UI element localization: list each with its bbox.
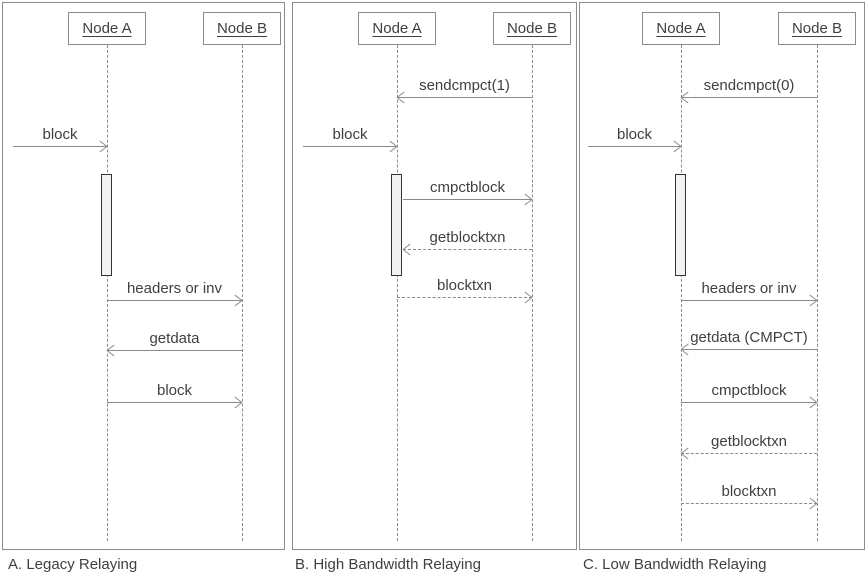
message-block-external: block: [588, 123, 682, 153]
message-getblocktxn: getblocktxn: [402, 226, 532, 256]
message-label: getdata (CMPCT): [690, 329, 808, 346]
message-label: headers or inv: [126, 280, 223, 297]
arrow-left: [680, 447, 817, 460]
node-a-box: Node A: [68, 12, 146, 45]
arrow-left: [680, 343, 817, 356]
message-blocktxn: blocktxn: [397, 274, 533, 304]
message-label: getblocktxn: [711, 433, 787, 450]
node-b-label: Node B: [791, 20, 843, 37]
arrow-right: [403, 193, 533, 206]
message-label: blocktxn: [721, 483, 777, 500]
arrow-right: [397, 291, 533, 304]
arrowhead-icon: [402, 249, 411, 256]
arrow-left: [680, 91, 817, 104]
arrow-right: [107, 396, 243, 409]
message-label: getblocktxn: [429, 229, 506, 246]
arrow-left: [402, 243, 532, 256]
message-label: cmpctblock: [711, 382, 787, 399]
node-a-lifeline: [681, 45, 682, 541]
arrow-right: [303, 140, 398, 153]
message-getdata-cmpct: getdata (CMPCT): [680, 326, 817, 356]
arrow-left: [396, 91, 532, 104]
message-blocktxn: blocktxn: [681, 480, 818, 510]
node-a-lifeline: [107, 45, 108, 541]
message-label: block: [332, 126, 368, 143]
message-headers-or-inv: headers or inv: [107, 277, 243, 307]
activation-bar: [675, 174, 686, 276]
node-b-label: Node B: [216, 20, 268, 37]
message-label: block: [616, 126, 653, 143]
arrow-right: [681, 497, 818, 510]
panel-low-bandwidth-relaying: Node A Node B sendcmpct(0) block headers…: [579, 2, 865, 550]
panel-legacy-relaying: Node A Node B block headers or inv getda…: [2, 2, 285, 550]
node-b-lifeline: [817, 45, 818, 541]
activation-bar: [391, 174, 402, 276]
arrow-left: [106, 344, 242, 357]
arrow-right: [588, 140, 682, 153]
message-label: cmpctblock: [429, 179, 506, 196]
message-label: sendcmpct(0): [703, 77, 795, 94]
node-a-lifeline: [397, 45, 398, 541]
panel-high-bandwidth-relaying: Node A Node B sendcmpct(1) block cmpctbl…: [292, 2, 577, 550]
arrow-right: [13, 140, 108, 153]
node-b-lifeline: [242, 45, 243, 541]
panel-caption: B. High Bandwidth Relaying: [295, 556, 481, 573]
message-block-external: block: [13, 123, 108, 153]
arrow-right: [681, 396, 818, 409]
message-label: blocktxn: [436, 277, 493, 294]
node-a-box: Node A: [358, 12, 436, 45]
node-a-label: Node A: [656, 20, 706, 37]
panel-caption: A. Legacy Relaying: [8, 556, 138, 573]
node-a-label: Node A: [82, 20, 132, 37]
message-cmpctblock: cmpctblock: [403, 176, 533, 206]
node-b-box: Node B: [493, 12, 571, 45]
arrow-right: [107, 294, 243, 307]
arrow-right: [681, 294, 818, 307]
message-label: block: [156, 382, 193, 399]
message-label: sendcmpct(1): [419, 77, 510, 94]
message-label: headers or inv: [701, 280, 797, 297]
message-getblocktxn: getblocktxn: [680, 430, 817, 460]
panel-caption: C. Low Bandwidth Relaying: [583, 556, 767, 573]
message-label: getdata: [149, 330, 200, 347]
message-sendcmpct: sendcmpct(0): [680, 74, 817, 104]
message-block-external: block: [303, 123, 398, 153]
node-a-box: Node A: [642, 12, 720, 45]
message-cmpctblock: cmpctblock: [681, 379, 818, 409]
activation-bar: [101, 174, 112, 276]
node-b-label: Node B: [506, 20, 558, 37]
message-label: block: [42, 126, 78, 143]
node-b-box: Node B: [203, 12, 281, 45]
message-block: block: [107, 379, 243, 409]
node-a-label: Node A: [372, 20, 422, 37]
message-headers-or-inv: headers or inv: [681, 277, 818, 307]
node-b-box: Node B: [778, 12, 856, 45]
message-sendcmpct: sendcmpct(1): [396, 74, 532, 104]
node-b-lifeline: [532, 45, 533, 541]
message-getdata: getdata: [106, 327, 242, 357]
